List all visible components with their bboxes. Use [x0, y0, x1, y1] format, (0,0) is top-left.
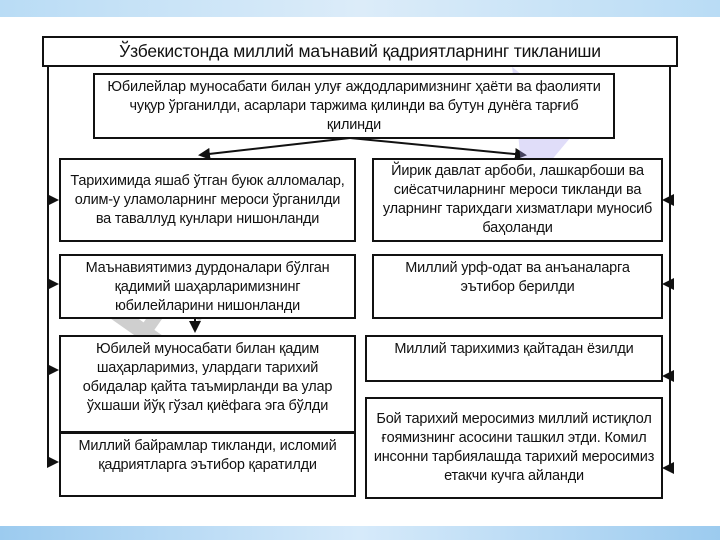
box-scholars: Тарихимида яшаб ўтган буюк алломалар, ол… — [59, 158, 356, 242]
box-history: Миллий тарихимиз қайтадан ёзилди — [365, 335, 663, 382]
box-cities: Маънавиятимиз дурдоналари бўлган қадимий… — [59, 254, 356, 319]
box-holidays: Миллий байрамлар тикланди, исломий қадри… — [59, 432, 356, 497]
diagram-title: Ўзбекистонда миллий маънавий қадриятларн… — [42, 36, 678, 67]
box-restoration: Юбилей муносабати билан қадим шаҳарларим… — [59, 335, 356, 433]
box-statesmen: Йирик давлат арбоби, лашкарбоши ва сиёса… — [372, 158, 663, 242]
arrow-to-statesmen — [349, 137, 527, 161]
box-heritage: Бой тарихий меросимиз миллий истиқлол ғо… — [365, 397, 663, 499]
box-customs: Миллий урф-одат ва анъаналарга эътибор б… — [372, 254, 663, 319]
top-decor-band — [0, 0, 720, 17]
bottom-decor-band — [0, 526, 720, 540]
box-jubilees: Юбилейлар муносабати билан улуғ аждодлар… — [93, 73, 615, 139]
arrow-to-scholars — [198, 137, 351, 160]
